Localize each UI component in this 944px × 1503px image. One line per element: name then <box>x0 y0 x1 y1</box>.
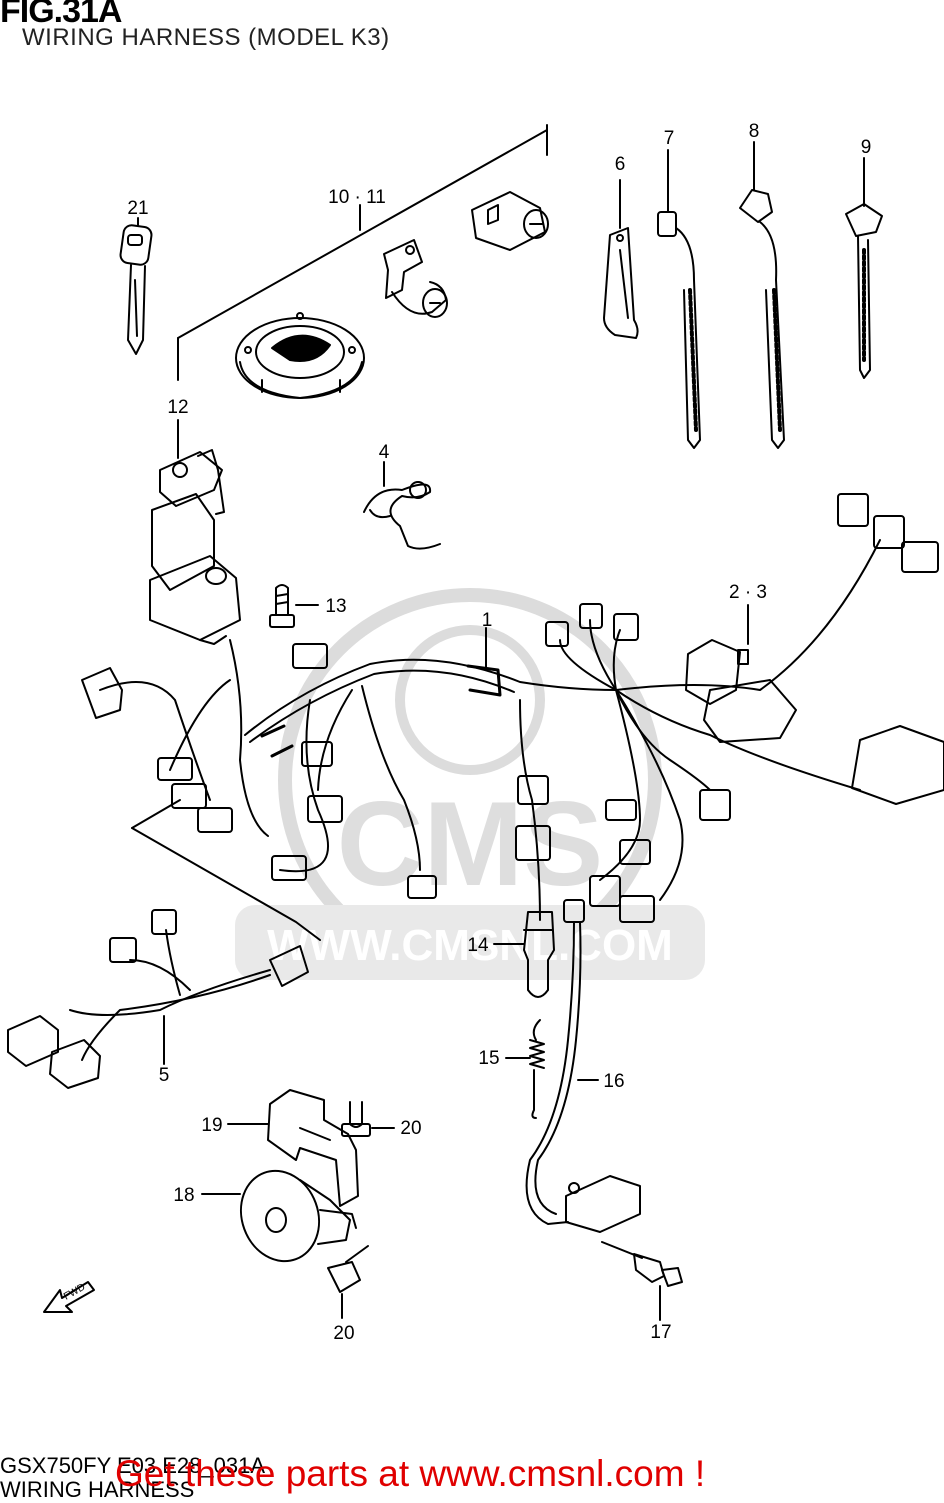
cable-tie-part-8 <box>739 141 785 449</box>
bracket-part-6 <box>603 179 639 339</box>
callout-10-11: 10 · 11 <box>328 187 386 208</box>
drawing-code: GSX750FY E03 E28_031A <box>0 1453 266 1478</box>
callout-1: 1 <box>482 610 493 631</box>
wiring-harness-part-1 <box>81 493 944 923</box>
ignition-switch-part-12 <box>149 419 241 645</box>
cable-tie-part-9 <box>845 157 883 379</box>
callout-6: 6 <box>615 154 626 175</box>
switch-cable-part-16 <box>525 899 641 1233</box>
figure-id: FIG.31A <box>0 0 122 30</box>
group-bracket-10-11 <box>177 124 548 381</box>
figure-subtitle: WIRING HARNESS (MODEL K3) <box>22 24 390 51</box>
promo-link[interactable]: Get these parts at www.cmsnl.com ! <box>115 1453 706 1494</box>
bolt-part-20-upper <box>341 1101 395 1137</box>
fwd-label: FWD <box>62 1282 87 1303</box>
callout-9: 9 <box>861 137 872 158</box>
screw-part-17 <box>601 1241 683 1321</box>
switch-part-14 <box>493 911 555 998</box>
callout-17: 17 <box>650 1322 671 1343</box>
fuel-cap <box>235 312 365 399</box>
callout-20-lower: 20 <box>333 1323 354 1344</box>
callout-14: 14 <box>467 935 489 956</box>
callout-18: 18 <box>173 1185 194 1206</box>
callout-21: 21 <box>127 198 148 219</box>
callout-16: 16 <box>603 1071 624 1092</box>
bolt-part-13 <box>269 584 319 628</box>
key-part-21 <box>119 217 153 355</box>
callout-13: 13 <box>325 596 346 617</box>
watermark-brand: CMS <box>337 777 604 911</box>
callout-4: 4 <box>379 442 390 463</box>
callout-2-3: 2 · 3 <box>729 582 767 603</box>
callout-8: 8 <box>749 121 760 142</box>
callout-19: 19 <box>201 1115 222 1136</box>
callout-20-upper: 20 <box>400 1118 421 1139</box>
clip-part-4 <box>363 461 441 550</box>
fuse-box-part-2-3 <box>685 604 797 743</box>
callouts: 21 10 · 11 6 7 8 9 12 4 13 1 2 · 3 5 14 … <box>127 121 871 1344</box>
horn-part-18 <box>201 1169 357 1263</box>
callout-15: 15 <box>478 1048 499 1069</box>
callout-5: 5 <box>159 1065 170 1086</box>
fuel-lock <box>471 191 549 251</box>
bracket-part-19 <box>227 1089 359 1207</box>
drawing-caption: WIRING HARNESS <box>0 1477 195 1502</box>
sub-harness-part-5 <box>7 799 321 1089</box>
watermark: CMS WWW.CMSNL.COM <box>235 588 705 980</box>
callout-12: 12 <box>167 397 188 418</box>
fwd-arrow-icon: FWD <box>43 1281 95 1313</box>
bolt-part-20-lower <box>327 1245 369 1319</box>
callout-7: 7 <box>664 128 675 149</box>
seat-lock <box>383 239 448 318</box>
cable-tie-part-7 <box>657 149 701 449</box>
watermark-url: WWW.CMSNL.COM <box>267 921 673 970</box>
spring-part-15 <box>505 1019 545 1119</box>
